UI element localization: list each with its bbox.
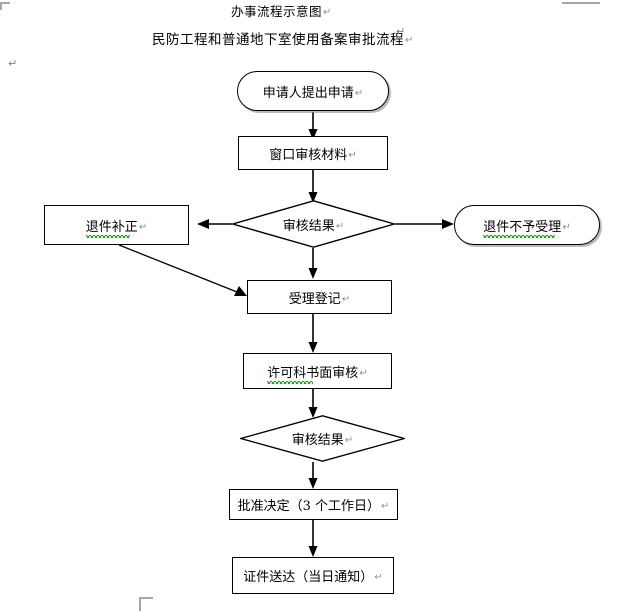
node-label-suffix: 个工作日） — [310, 499, 381, 514]
crop-mark-top-right — [562, 2, 600, 4]
paragraph-mark-glyph: ↵ — [8, 57, 18, 70]
node-label-text: 证件送达（当日通知） — [243, 570, 374, 585]
edge-approve-to-deliver — [308, 520, 318, 557]
node-decision-review-result-1[interactable]: 审核结果↵ — [232, 200, 395, 248]
paragraph-mark-icon: ↵ — [562, 221, 571, 233]
node-label: 审核结果↵ — [232, 200, 395, 248]
node-label: 退件不予受理↵ — [483, 216, 571, 238]
node-label-text: 受理登记 — [288, 291, 341, 307]
node-permit-section-paper-review[interactable]: 许可科书面审核↵ — [243, 353, 392, 389]
node-label-text: 窗口审核材料 — [269, 147, 348, 163]
crop-mark-bottom-left-h — [139, 597, 153, 599]
node-label-text: 退件补正 — [85, 219, 138, 235]
spellcheck-underline-icon — [483, 234, 555, 238]
paragraph-mark-icon: ↵ — [374, 572, 383, 583]
node-label-text: 审核结果 — [282, 218, 335, 234]
node-label-text: 申请人提出申请 — [262, 85, 354, 101]
edge-decision-1-to-register — [308, 248, 318, 279]
node-certificate-delivery[interactable]: 证件送达（当日通知）↵ — [232, 557, 394, 594]
document-title-primary-text: 办事流程示意图 — [231, 4, 323, 19]
crop-mark-bottom-left — [139, 597, 141, 611]
node-label-prefix: 批准决定（ — [237, 499, 303, 514]
paragraph-mark-icon: ↵ — [341, 293, 351, 305]
node-return-for-correction[interactable]: 退件补正↵ — [44, 205, 189, 245]
document-title-primary: 办事流程示意图↵ — [231, 1, 332, 20]
edge-paper-review-to-decision-2 — [308, 388, 318, 418]
paragraph-mark-icon: ↵ — [348, 149, 357, 161]
edge-apply-to-window-check — [308, 112, 318, 140]
node-applicant-submits[interactable]: 申请人提出申请↵ — [237, 71, 389, 111]
node-label: 退件补正↵ — [85, 216, 148, 238]
node-decision-review-result-2[interactable]: 审核结果↵ — [240, 415, 405, 462]
node-label: 申请人提出申请↵ — [263, 82, 363, 101]
node-window-material-check[interactable]: 窗口审核材料↵ — [238, 136, 388, 170]
spellcheck-underline-icon — [85, 234, 130, 238]
edge-decision-1-to-return-deny — [395, 219, 454, 229]
node-label: 受理登记↵ — [289, 288, 350, 307]
paragraph-mark-icon: ↵ — [335, 220, 345, 232]
edge-decision-2-to-approve — [308, 462, 318, 489]
edge-window-check-to-decision-1 — [308, 170, 318, 203]
node-label-text: 许可科书面审核 — [267, 365, 359, 381]
paragraph-mark-right-margin-1: ↵ — [396, 26, 405, 37]
paragraph-mark-icon: ↵ — [405, 35, 414, 46]
document-title-secondary: 民防工程和普通地下室使用备案审批流程↵ — [152, 28, 414, 48]
diamond-shape-icon — [240, 415, 405, 462]
paragraph-mark-icon: ↵ — [359, 367, 368, 379]
node-return-not-accepted[interactable]: 退件不予受理↵ — [454, 205, 600, 245]
paragraph-mark-icon: ↵ — [381, 501, 390, 512]
node-label: 批准决定（3 个工作日）↵ — [238, 495, 390, 514]
crop-mark-top-left-vertical — [0, 2, 2, 10]
paragraph-mark-icon: ↵ — [354, 87, 364, 99]
node-approval-decision[interactable]: 批准决定（3 个工作日）↵ — [229, 489, 398, 520]
node-label: 许可科书面审核↵ — [267, 362, 368, 384]
node-label: 证件送达（当日通知）↵ — [243, 566, 382, 585]
node-label: 窗口审核材料↵ — [269, 144, 356, 163]
paragraph-mark-icon: ↵ — [344, 435, 354, 446]
document-title-secondary-text: 民防工程和普通地下室使用备案审批流程 — [152, 32, 404, 48]
crop-mark-top-left — [0, 2, 10, 4]
node-label-text: 退件不予受理 — [483, 219, 562, 235]
diamond-shape-icon — [232, 200, 395, 248]
edge-register-to-paper-review — [308, 314, 318, 353]
paragraph-mark-glyph: ↵ — [396, 25, 406, 38]
paragraph-mark-icon: ↵ — [138, 221, 148, 233]
paragraph-mark-icon: ↵ — [323, 7, 332, 18]
node-label: 审核结果↵ — [240, 415, 405, 462]
edge-return-fix-to-register — [118, 244, 247, 296]
node-label-text: 审核结果 — [291, 433, 344, 448]
edge-decision-1-to-return-fix — [197, 219, 232, 229]
paragraph-mark-left-margin-1: ↵ — [8, 58, 17, 69]
node-acceptance-registration[interactable]: 受理登记↵ — [247, 280, 392, 314]
spellcheck-underline-icon — [267, 380, 314, 384]
node-label-working-days: 3 — [302, 499, 311, 514]
